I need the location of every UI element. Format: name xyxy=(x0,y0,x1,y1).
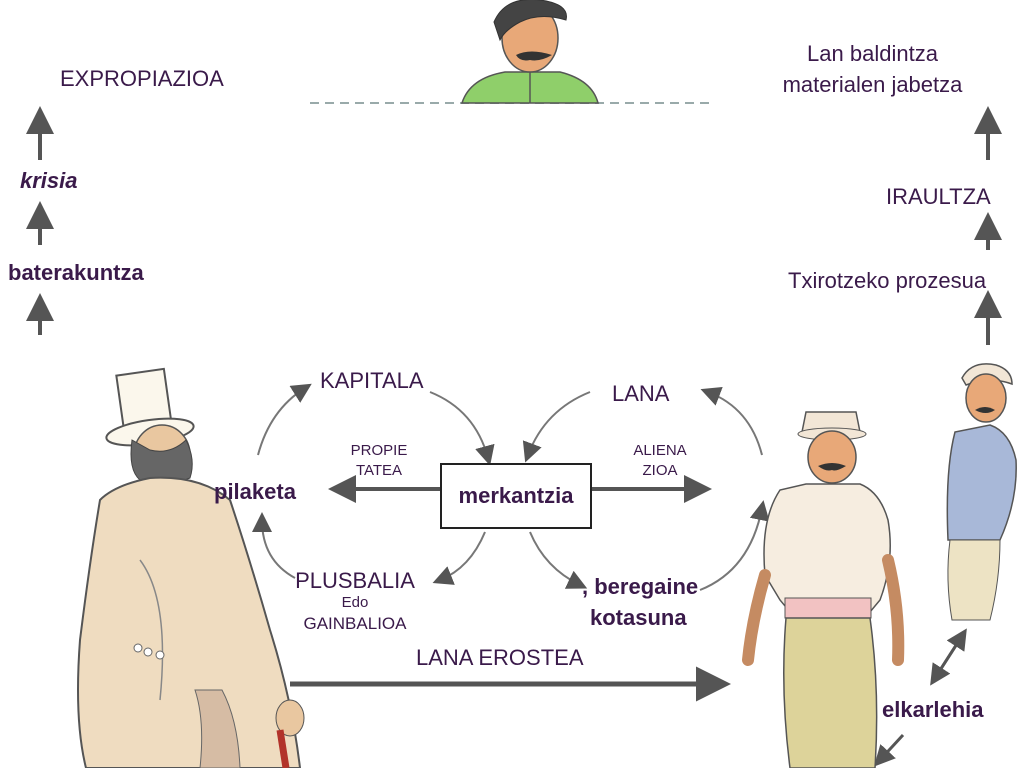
label-propietatea-line1: PROPIE xyxy=(350,442,408,459)
label-plusbalia-group: PLUSBALIA Edo GAINBALIOA xyxy=(280,568,430,636)
label-beregaine-line2: kotasuna xyxy=(590,605,687,630)
label-propietatea-line2: TATEA xyxy=(355,462,403,479)
label-iraultza: IRAULTZA xyxy=(886,184,991,209)
label-krisia: krisia xyxy=(20,168,78,193)
label-lan-baldintza-line1: Lan baldintza xyxy=(807,41,938,66)
label-lan-baldintza: Lan baldintza materialen jabetza xyxy=(760,38,985,100)
right-cycle-arrows xyxy=(522,386,770,591)
label-baterakuntza: baterakuntza xyxy=(8,260,144,285)
label-lana: LANA xyxy=(612,381,670,406)
worker-right-illustration xyxy=(946,363,1017,621)
merkantzia-box: merkantzia xyxy=(440,463,592,529)
label-beregainekotasuna: , beregaine kotasuna xyxy=(582,571,698,633)
label-merkantzia: merkantzia xyxy=(458,483,574,508)
label-lana-erostea: LANA EROSTEA xyxy=(416,645,584,670)
label-expropiazioa: EXPROPIAZIOA xyxy=(60,66,224,91)
label-alienazioa-line2: ZIOA xyxy=(642,462,678,479)
label-lan-baldintza-line2: materialen jabetza xyxy=(782,72,963,97)
label-gainbalioa: GAINBALIOA xyxy=(303,614,407,633)
label-plusbalia: PLUSBALIA xyxy=(295,568,415,593)
worker-illustration xyxy=(742,411,905,768)
worker-bust-illustration xyxy=(460,0,599,104)
capitalist-illustration xyxy=(77,367,305,768)
label-alienazioa-line1: ALIENA xyxy=(633,442,687,459)
label-kapitala: KAPITALA xyxy=(320,368,424,393)
elkarlehia-arrows xyxy=(873,628,967,767)
label-txirotzeko-prozesua: Txirotzeko prozesua xyxy=(788,268,987,293)
label-alienazioa: ALIENA ZIOA xyxy=(620,441,700,481)
label-edo: Edo xyxy=(341,594,369,611)
label-pilaketa: pilaketa xyxy=(214,479,296,504)
label-beregaine-line1: , beregaine xyxy=(582,574,699,599)
left-cycle-arrows xyxy=(252,383,495,585)
label-elkarlehia: elkarlehia xyxy=(880,697,986,723)
label-propietatea: PROPIE TATEA xyxy=(340,441,418,481)
